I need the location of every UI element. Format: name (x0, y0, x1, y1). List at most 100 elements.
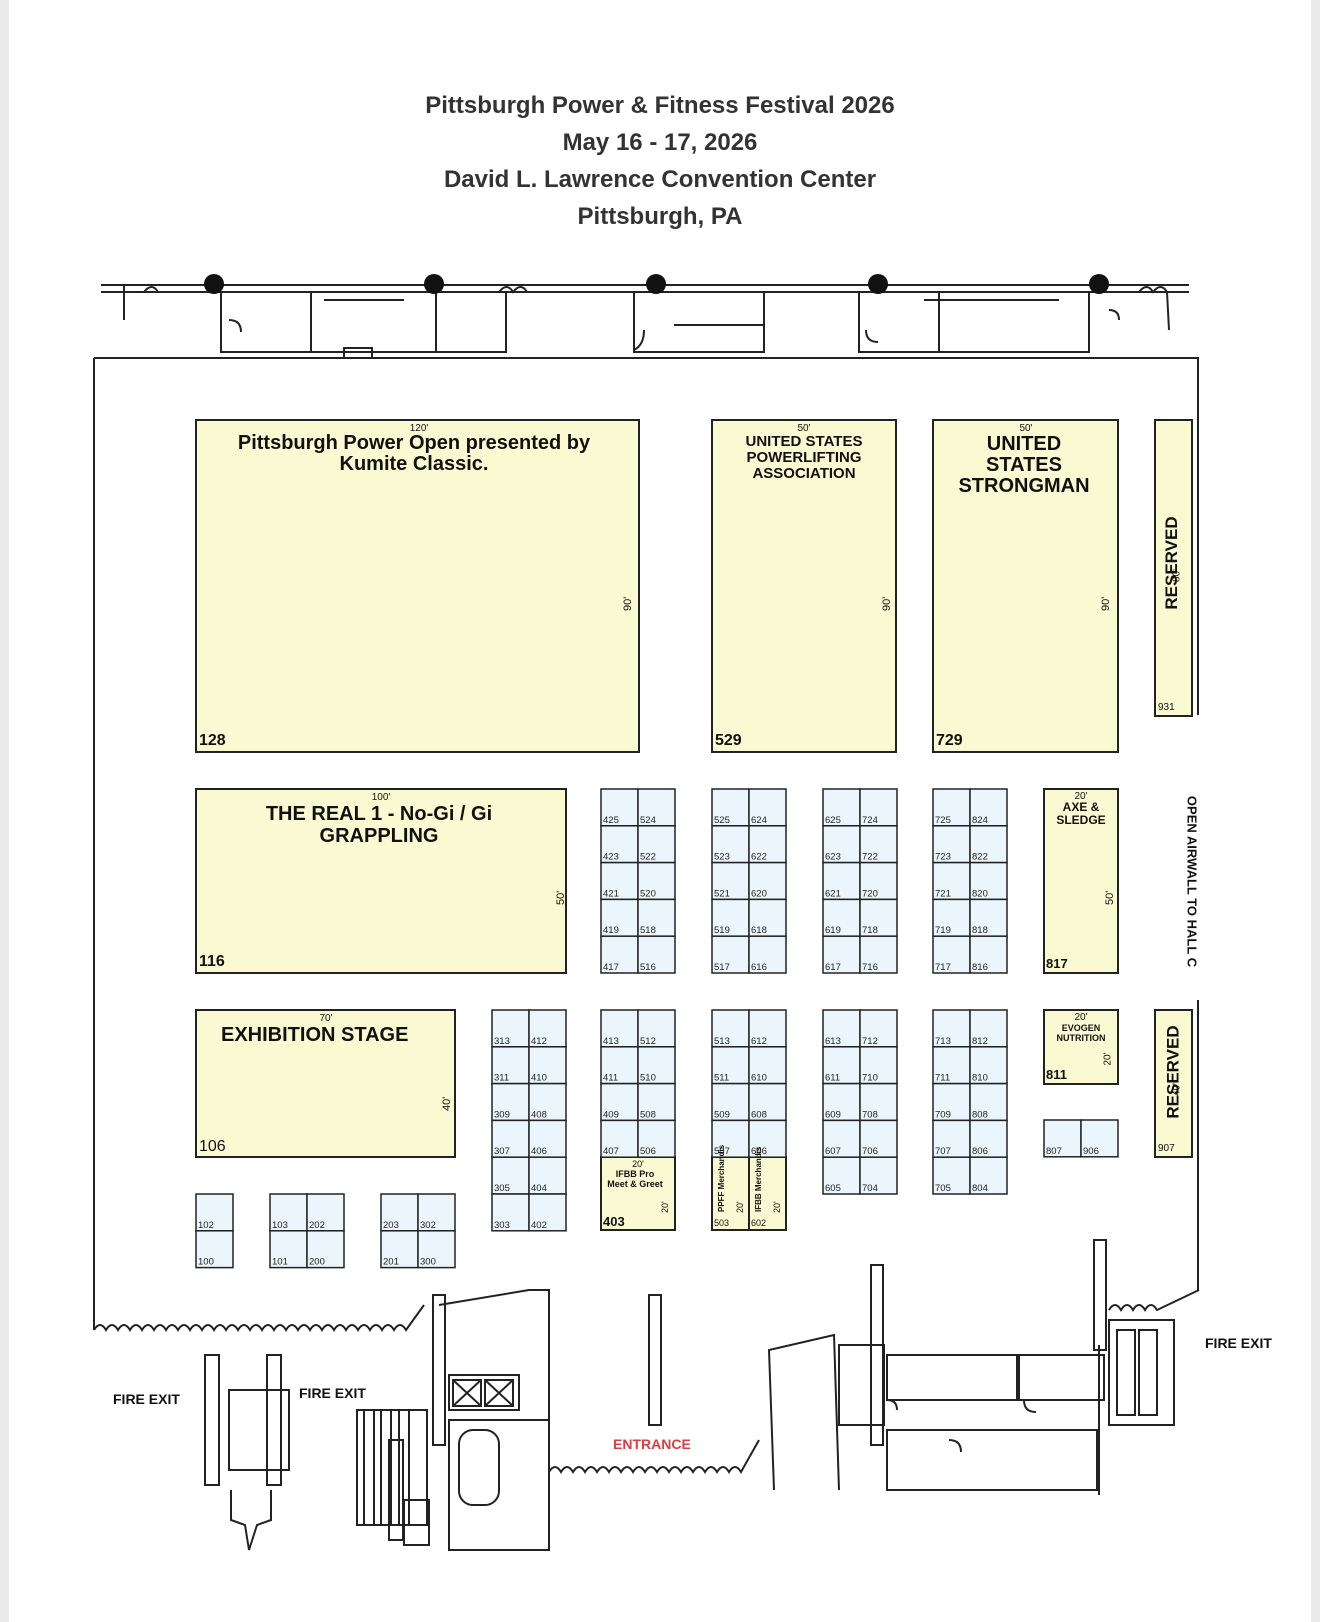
booth-rect[interactable] (748, 825, 787, 864)
booth-718[interactable]: 718 (859, 898, 898, 937)
booth-103[interactable]: 103 (269, 1193, 308, 1232)
booth-525[interactable]: 525 (711, 788, 750, 827)
booth-807[interactable]: 807 (1043, 1119, 1082, 1158)
booth-rect[interactable] (637, 1119, 676, 1158)
booth-417[interactable]: 417 (600, 935, 639, 974)
booth-612[interactable]: 612 (748, 1009, 787, 1048)
booth-712[interactable]: 712 (859, 1009, 898, 1048)
booth-200[interactable]: 200 (306, 1230, 345, 1269)
booth-622[interactable]: 622 (748, 825, 787, 864)
booth-rect[interactable] (822, 788, 861, 827)
booth-517[interactable]: 517 (711, 935, 750, 974)
booth-511[interactable]: 511 (711, 1046, 750, 1085)
booth-605[interactable]: 605 (822, 1156, 861, 1195)
booth-710[interactable]: 710 (859, 1046, 898, 1085)
booth-rect[interactable] (637, 1009, 676, 1048)
area-729[interactable] (932, 419, 1119, 753)
booth-820[interactable]: 820 (969, 861, 1008, 901)
booth-606[interactable]: 606 (748, 1119, 787, 1158)
booth-rect[interactable] (859, 788, 898, 827)
booth-rect[interactable] (637, 1046, 676, 1085)
booth-816[interactable]: 816 (969, 935, 1008, 974)
booth-509[interactable]: 509 (711, 1082, 750, 1122)
booth-rect[interactable] (600, 1119, 639, 1158)
booth-411[interactable]: 411 (600, 1046, 639, 1085)
booth-rect[interactable] (932, 1156, 971, 1195)
booth-rect[interactable] (491, 1082, 530, 1122)
booth-818[interactable]: 818 (969, 898, 1008, 937)
booth-607[interactable]: 607 (822, 1119, 861, 1158)
booth-311[interactable]: 311 (491, 1046, 530, 1085)
booth-rect[interactable] (932, 935, 971, 974)
booth-618[interactable]: 618 (748, 898, 787, 937)
booth-616[interactable]: 616 (748, 935, 787, 974)
booth-711[interactable]: 711 (932, 1046, 971, 1085)
booth-619[interactable]: 619 (822, 898, 861, 937)
area-128[interactable] (195, 419, 640, 753)
booth-412[interactable]: 412 (528, 1009, 567, 1048)
booth-621[interactable]: 621 (822, 861, 861, 901)
booth-708[interactable]: 708 (859, 1082, 898, 1122)
booth-523[interactable]: 523 (711, 825, 750, 864)
booth-rect[interactable] (269, 1193, 308, 1232)
booth-611[interactable]: 611 (822, 1046, 861, 1085)
booth-rect[interactable] (969, 861, 1008, 901)
booth-100[interactable]: 100 (195, 1230, 234, 1269)
booth-707[interactable]: 707 (932, 1119, 971, 1158)
booth-rect[interactable] (1043, 1119, 1082, 1158)
booth-rect[interactable] (748, 935, 787, 974)
area-529[interactable] (711, 419, 897, 753)
booth-rect[interactable] (859, 825, 898, 864)
booth-307[interactable]: 307 (491, 1119, 530, 1158)
booth-713[interactable]: 713 (932, 1009, 971, 1048)
booth-419[interactable]: 419 (600, 898, 639, 937)
booth-rect[interactable] (195, 1193, 234, 1232)
booth-313[interactable]: 313 (491, 1009, 530, 1048)
booth-rect[interactable] (859, 1156, 898, 1195)
booth-421[interactable]: 421 (600, 861, 639, 901)
booth-rect[interactable] (600, 1082, 639, 1122)
booth-rect[interactable] (528, 1156, 567, 1195)
booth-716[interactable]: 716 (859, 935, 898, 974)
booth-102[interactable]: 102 (195, 1193, 234, 1232)
booth-519[interactable]: 519 (711, 898, 750, 937)
booth-302[interactable]: 302 (417, 1193, 456, 1232)
booth-717[interactable]: 717 (932, 935, 971, 974)
booth-rect[interactable] (637, 935, 676, 974)
booth-704[interactable]: 704 (859, 1156, 898, 1195)
booth-610[interactable]: 610 (748, 1046, 787, 1085)
booth-rect[interactable] (711, 935, 750, 974)
booth-410[interactable]: 410 (528, 1046, 567, 1085)
area-811[interactable] (1043, 1009, 1119, 1085)
booth-706[interactable]: 706 (859, 1119, 898, 1158)
booth-822[interactable]: 822 (969, 825, 1008, 864)
booth-rect[interactable] (969, 1082, 1008, 1122)
booth-705[interactable]: 705 (932, 1156, 971, 1195)
booth-rect[interactable] (1080, 1119, 1119, 1158)
booth-720[interactable]: 720 (859, 861, 898, 901)
booth-425[interactable]: 425 (600, 788, 639, 827)
booth-rect[interactable] (528, 1082, 567, 1122)
booth-rect[interactable] (417, 1230, 456, 1269)
booth-rect[interactable] (711, 1119, 750, 1158)
booth-408[interactable]: 408 (528, 1082, 567, 1122)
booth-rect[interactable] (748, 861, 787, 901)
booth-404[interactable]: 404 (528, 1156, 567, 1195)
booth-518[interactable]: 518 (637, 898, 676, 937)
area-602[interactable] (748, 1156, 787, 1231)
booth-rect[interactable] (822, 1119, 861, 1158)
booth-rect[interactable] (969, 935, 1008, 974)
booth-rect[interactable] (748, 898, 787, 937)
booth-rect[interactable] (600, 861, 639, 901)
booth-rect[interactable] (932, 1009, 971, 1048)
booth-rect[interactable] (195, 1230, 234, 1269)
booth-rect[interactable] (528, 1193, 567, 1232)
booth-409[interactable]: 409 (600, 1082, 639, 1122)
booth-rect[interactable] (528, 1009, 567, 1048)
booth-300[interactable]: 300 (417, 1230, 456, 1269)
booth-722[interactable]: 722 (859, 825, 898, 864)
booth-725[interactable]: 725 (932, 788, 971, 827)
booth-623[interactable]: 623 (822, 825, 861, 864)
booth-rect[interactable] (969, 1009, 1008, 1048)
booth-303[interactable]: 303 (491, 1193, 530, 1232)
